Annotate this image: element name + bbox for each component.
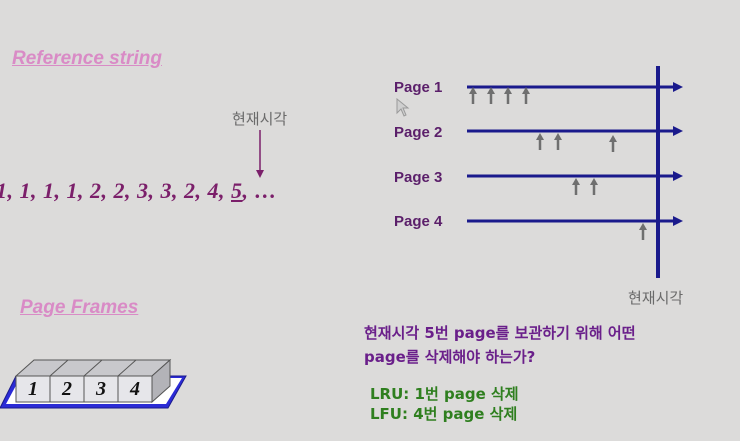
reference-string-heading: Reference string (12, 48, 162, 69)
current-time-label-left: 현재시각 (232, 110, 288, 128)
ref-arrow (536, 133, 544, 150)
ref-arrow (572, 178, 580, 195)
page-2-label: Page 2 (394, 124, 443, 141)
frame-3: 3 (96, 378, 106, 400)
ref-arrow (469, 87, 477, 104)
frame-1: 1 (28, 378, 38, 400)
frame-4: 4 (130, 378, 140, 400)
ref-arrow (504, 87, 512, 104)
current-reference: 5 (231, 178, 243, 203)
ref-arrow (639, 223, 647, 240)
page-frames: 1 2 3 4 (0, 350, 200, 420)
page-3-arrowhead (673, 171, 683, 181)
ref-arrow (487, 87, 495, 104)
ref-arrow (554, 133, 562, 150)
reference-arrows (469, 87, 647, 240)
page-1-label: Page 1 (394, 79, 443, 96)
answers: LRU: 1번 page 삭제 LFU: 4번 page 삭제 (370, 384, 519, 424)
question-line-1: 현재시각 5번 page를 보관하기 위해 어떤 (364, 324, 636, 342)
frame-2: 2 (62, 378, 72, 400)
question: 현재시각 5번 page를 보관하기 위해 어떤 page를 삭제해야 하는가? (364, 321, 636, 369)
lfu-answer: LFU: 4번 page 삭제 (370, 405, 518, 423)
current-time-label-right: 현재시각 (628, 289, 684, 307)
ref-arrow (522, 87, 530, 104)
page-2-arrowhead (673, 126, 683, 136)
frames-base (0, 358, 187, 409)
ref-arrow (590, 178, 598, 195)
lru-answer: LRU: 1번 page 삭제 (370, 385, 519, 403)
current-time-arrow (256, 130, 264, 178)
page-3-label: Page 3 (394, 169, 443, 186)
page-1-arrowhead (673, 82, 683, 92)
page-frames-heading: Page Frames (20, 297, 139, 318)
reference-ellipsis: , … (242, 178, 277, 203)
mouse-cursor-icon (396, 98, 410, 117)
reference-string-values: 1, 1, 1, 1, 2, 2, 3, 3, 2, 4, (0, 178, 231, 203)
page-4-arrowhead (673, 216, 683, 226)
reference-string: 1, 1, 1, 1, 2, 2, 3, 3, 2, 4, 5, … (0, 178, 277, 204)
ref-arrow (609, 135, 617, 152)
page-4-label: Page 4 (394, 213, 443, 230)
question-line-2: page를 삭제해야 하는가? (364, 348, 536, 366)
timeline-diagram (467, 66, 683, 278)
